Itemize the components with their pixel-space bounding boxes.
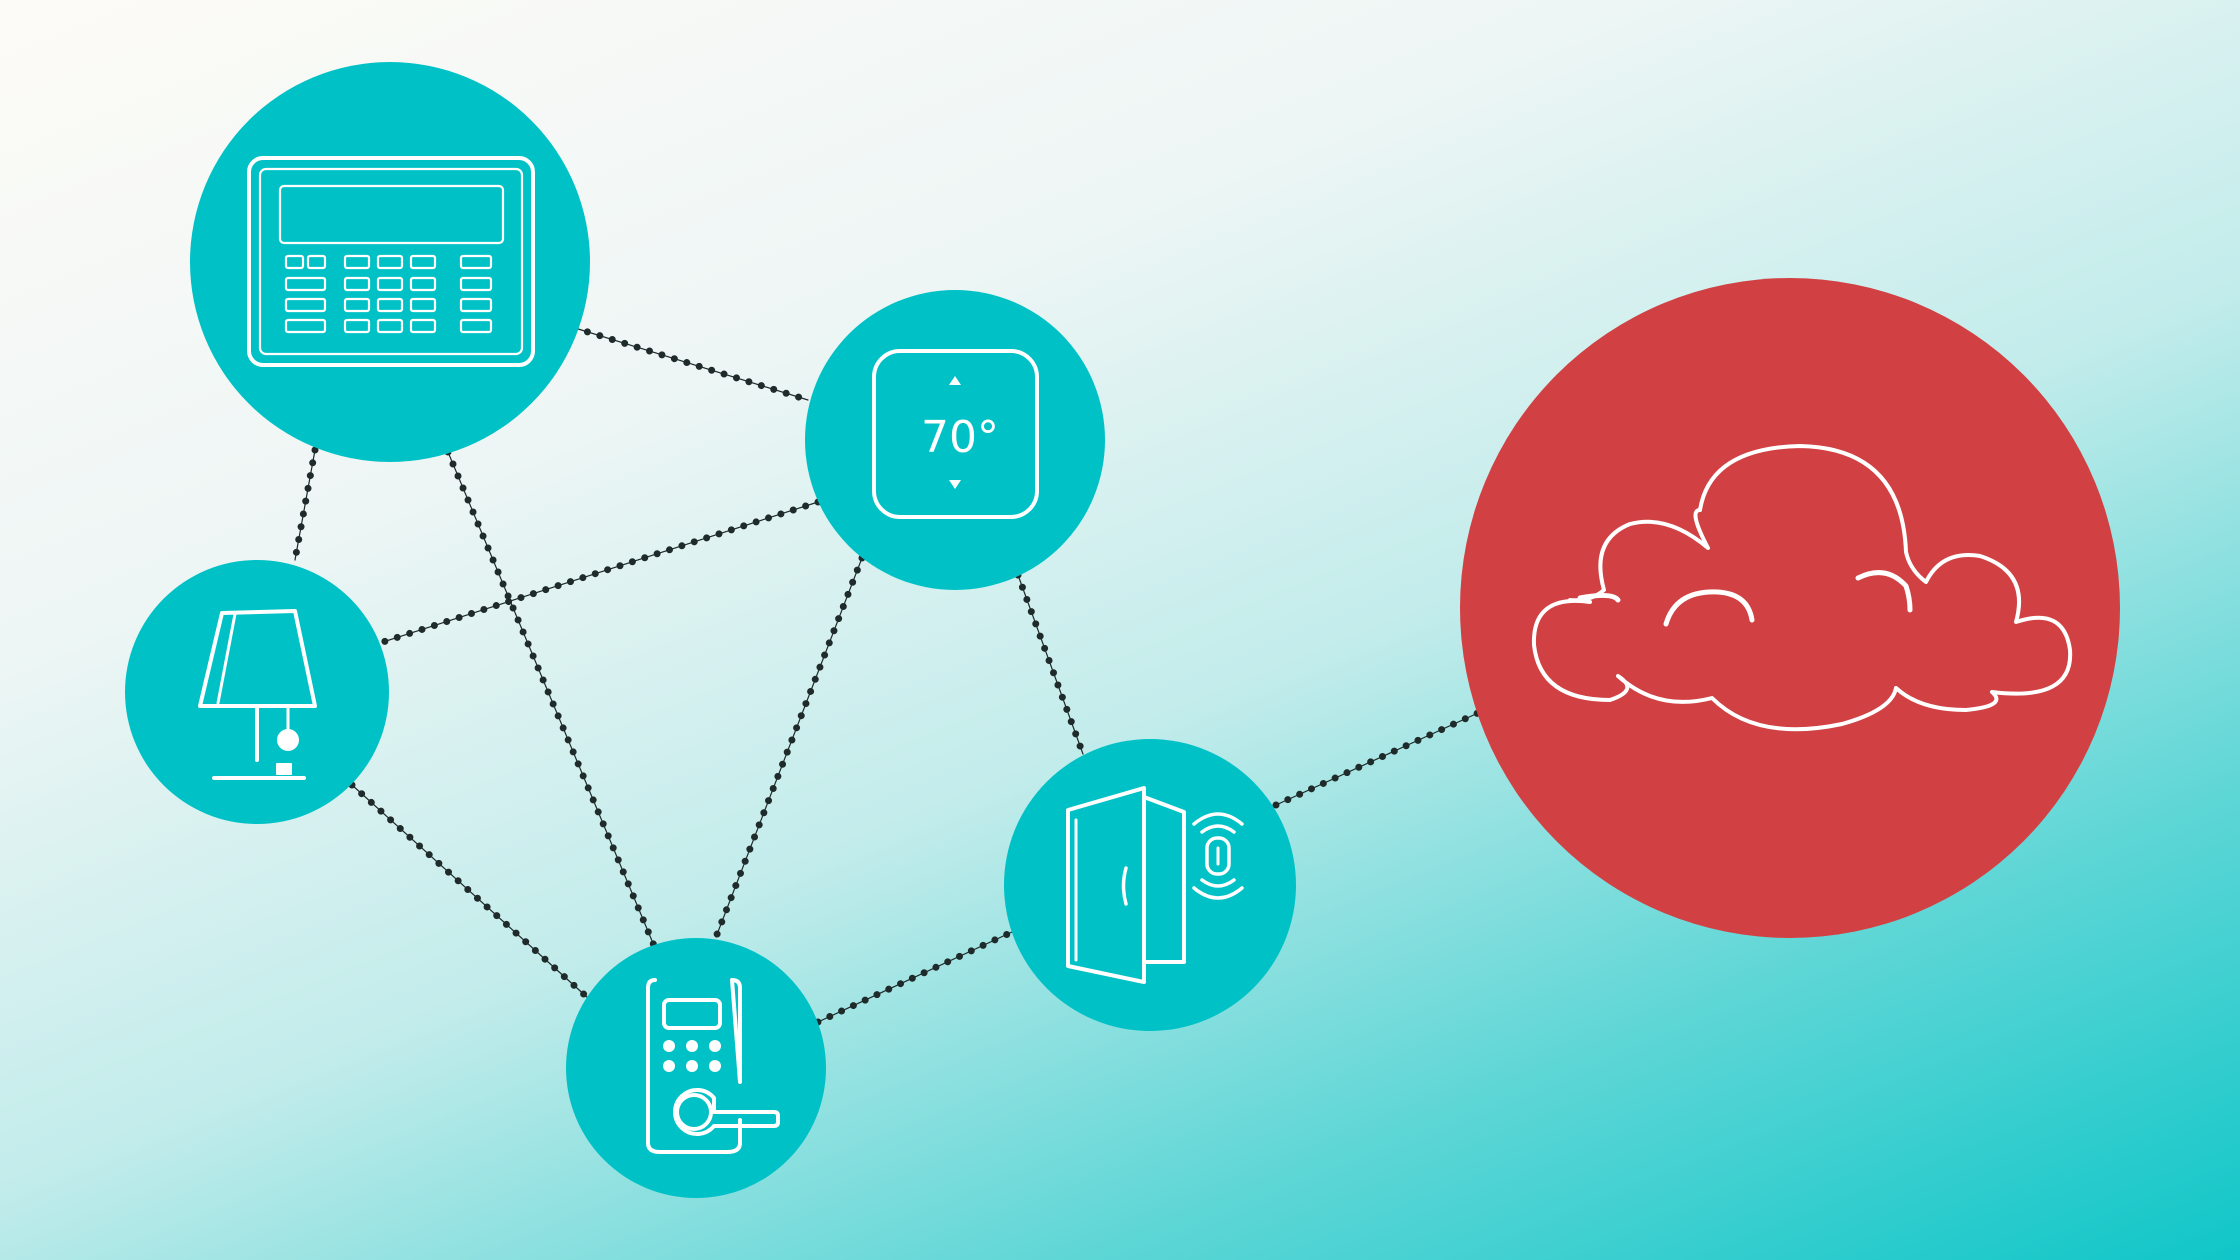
link-thermostat-door — [1014, 571, 1087, 758]
door-node — [1004, 739, 1296, 1031]
alarm-keypad-icon — [247, 156, 535, 367]
link-keypad-thermostat — [571, 324, 812, 404]
link-keypad-lamp — [291, 446, 319, 564]
link-lock-door — [814, 928, 1016, 1026]
smart-lock-icon — [646, 978, 780, 1154]
lamp-node — [125, 560, 389, 824]
thermostat-node — [805, 290, 1105, 590]
link-keypad-lock — [444, 448, 659, 952]
thermostat-icon: 70° — [872, 349, 1039, 519]
lamp-icon — [198, 609, 317, 780]
link-thermostat-lock-thread — [715, 557, 863, 938]
link-thermostat-lamp — [379, 498, 822, 646]
door-sensor-icon — [1066, 786, 1244, 984]
link-door-cloud-thread — [1275, 712, 1479, 806]
link-door-cloud — [1272, 709, 1482, 809]
cloud-node — [1460, 278, 2120, 938]
link-thermostat-lock — [712, 554, 866, 941]
link-keypad-lamp-thread — [294, 449, 316, 561]
link-lamp-lock — [348, 781, 592, 1002]
connection-links — [291, 324, 1482, 1026]
keypad-node — [190, 62, 590, 462]
temperature-readout: 70° — [921, 412, 999, 463]
cloud-icon — [1531, 444, 2073, 732]
